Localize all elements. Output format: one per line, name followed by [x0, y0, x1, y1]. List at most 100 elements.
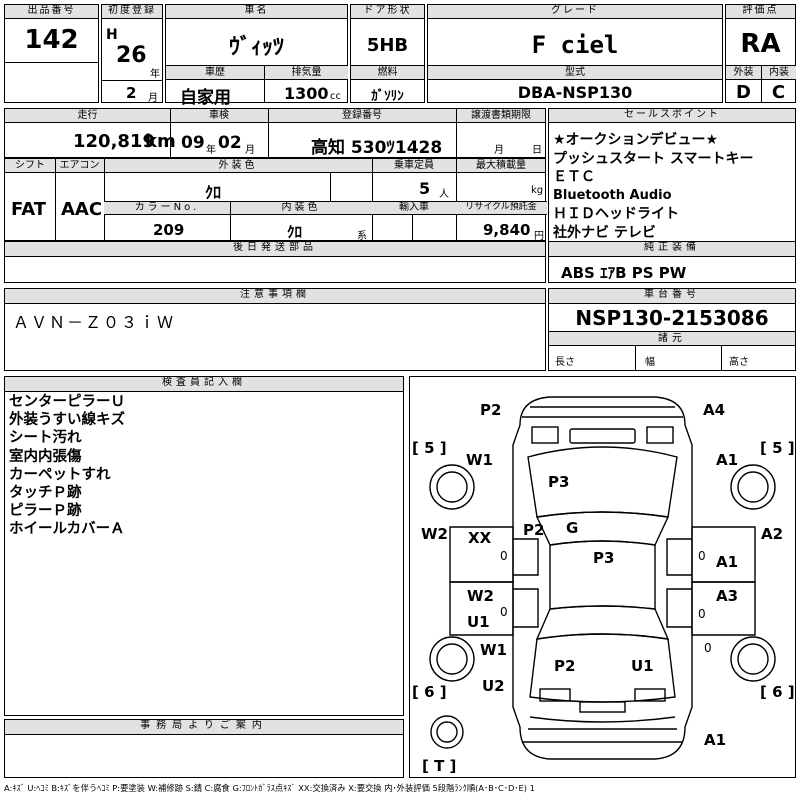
- capacity-value: 5: [419, 179, 431, 198]
- registration-number: 高知 530ﾂ1428: [311, 138, 443, 158]
- transfer-day: 日: [532, 145, 542, 156]
- mark-rear-left: U2: [482, 677, 505, 695]
- inspection-label: 車検: [209, 110, 229, 121]
- grade-label: グレード: [428, 5, 722, 19]
- door-zero-mark: 0: [500, 549, 508, 563]
- lot-number-label: 出品番号: [5, 5, 98, 19]
- kei-unit: 系: [357, 231, 367, 242]
- shift-label: シフト: [15, 160, 45, 171]
- month-unit: 月: [148, 93, 158, 104]
- car-name: ｳﾞｨｯﾂ: [228, 35, 284, 60]
- kg-unit: kg: [531, 185, 544, 196]
- fuel-value: ｶﾞｿﾘﾝ: [371, 89, 404, 104]
- mark-bonnet: P3: [548, 473, 570, 491]
- later-parts-box: 後日発送部品: [4, 241, 546, 283]
- score-value: RA: [740, 29, 781, 59]
- grade-box: グレード F ciel 型式 DBA-NSP130: [427, 4, 723, 103]
- mileage-box: 走行 車検 登録番号 譲渡書類期限 120,819 km 09 年 02 月 高…: [4, 108, 546, 158]
- inspection-year: 09: [181, 133, 205, 153]
- year-unit: 年: [150, 69, 160, 80]
- mileage-value: 120,819: [73, 131, 155, 152]
- mark-pillar: P2: [523, 521, 545, 539]
- displacement-label: 排気量: [264, 66, 348, 80]
- transfer-deadline-label: 譲渡書類期限: [471, 110, 531, 121]
- mileage-label: 走行: [77, 110, 98, 121]
- model-code-value: DBA-NSP130: [517, 83, 633, 102]
- mark-front-right: A4: [703, 401, 726, 419]
- cc-unit: cc: [330, 91, 341, 102]
- chassis-number: NSP130-2153086: [575, 306, 769, 330]
- exterior-color-value: ｸﾛ: [205, 183, 222, 202]
- notes-value: ＡＶＮ－Ｚ０３ｉＷ: [13, 313, 176, 332]
- inspector-label: 検査員記入欄: [5, 377, 403, 392]
- tire-rear-right-score: [ 6 ]: [760, 683, 795, 701]
- mark-door-front-right: A1: [716, 553, 739, 571]
- door-value: 5HB: [366, 35, 409, 56]
- first-registration-label: 初度登録: [102, 5, 162, 19]
- notes-box: 注意事項欄 ＡＶＮ－Ｚ０３ｉＷ: [4, 288, 546, 371]
- color-number-label: カラーNo.: [134, 202, 200, 213]
- mark-door-rear-left-2: U1: [467, 613, 490, 631]
- mark-rear-bumper: A1: [704, 731, 727, 749]
- mark-glass: G: [566, 519, 579, 537]
- inspector-note: カーペットすれ: [9, 466, 111, 483]
- inspector-note: ホイールカバーＡ: [9, 521, 125, 538]
- door-zero-mark: 0: [704, 641, 712, 655]
- standard-equipment-box: 純正装備 ABS ｴｱB PS PW: [548, 241, 796, 283]
- inspector-notes-box: 検査員記入欄 センターピラーＵ 外装うすい線キズ シート汚れ 室内内張傷 カーペ…: [4, 376, 404, 716]
- door-zero-mark: 0: [500, 605, 508, 619]
- notes-label: 注意事項欄: [5, 289, 545, 304]
- recycle-value: 9,840: [483, 221, 531, 239]
- model-code-label: 型式: [428, 66, 722, 80]
- sales-point: プッシュスタート スマートキー: [553, 150, 754, 167]
- tire-rear-left-score: [ 6 ]: [412, 683, 447, 701]
- door-box: ドア形状 5HB 燃料 ｶﾞｿﾘﾝ: [350, 4, 425, 104]
- car-name-box: 車名 ｳﾞｨｯﾂ 車歴 排気量 自家用 1300 cc: [165, 4, 348, 108]
- tire-front-left-score: [ 5 ]: [412, 439, 447, 457]
- specs-box: シフト エアコン 外装色 乗車定員 最大積載量 カラーNo. 内装色 輸入車 リ…: [4, 158, 547, 242]
- sales-point: Bluetooth Audio: [553, 187, 672, 203]
- aircon-label: エアコン: [59, 160, 100, 171]
- chassis-box: 車台番号 NSP130-2153086 諸元 長さ 幅 高さ: [548, 288, 796, 371]
- mark-fender-front-right: A1: [716, 451, 739, 469]
- interior-color-label: 内装色: [281, 202, 321, 213]
- era-letter: H: [106, 27, 118, 43]
- km-unit: km: [145, 131, 176, 152]
- inspector-note: 外装うすい線キズ: [9, 412, 125, 429]
- sales-point: ★オークションデビュー★: [553, 132, 719, 148]
- yen-unit: 円: [534, 231, 544, 242]
- fuel-label: 燃料: [351, 66, 424, 80]
- door-label: ドア形状: [351, 5, 424, 19]
- sales-point: ＨＩＤヘッドライト: [553, 206, 679, 223]
- office-label: 事務局よりご案内: [5, 720, 403, 735]
- interior-label: 内装: [761, 66, 796, 80]
- inspection-year-unit: 年: [206, 145, 216, 156]
- tire-front-right-score: [ 5 ]: [760, 439, 795, 457]
- inspector-note: ピラーＰ跡: [9, 503, 82, 520]
- exterior-score: D: [736, 82, 751, 103]
- inspection-month-unit: 月: [245, 145, 255, 156]
- exterior-label: 外装: [726, 66, 761, 80]
- inspector-note: タッチＰ跡: [9, 485, 82, 502]
- interior-color-value: ｸﾛ: [287, 223, 303, 241]
- displacement-value: 1300: [284, 84, 329, 103]
- lot-number-box: 出品番号 142: [4, 4, 99, 103]
- mark-trunk-left: P2: [554, 657, 576, 675]
- inspector-note: センターピラーＵ: [9, 394, 125, 410]
- height-label: 高さ: [729, 357, 749, 368]
- door-zero-mark: 0: [698, 549, 706, 563]
- transfer-month: 月: [494, 145, 504, 156]
- mark-roof: P3: [593, 549, 615, 567]
- mark-trunk-right: U1: [631, 657, 654, 675]
- standard-equipment-label: 純正装備: [549, 242, 795, 257]
- inspection-month: 02: [218, 133, 242, 153]
- score-box: 評価点 RA 外装 内装 D C: [725, 4, 796, 103]
- interior-score: C: [771, 82, 786, 103]
- mark-fender-front-left: W1: [466, 451, 493, 469]
- inspector-note: 室内内張傷: [9, 448, 82, 465]
- color-number-value: 209: [153, 221, 185, 239]
- aircon-value: AAC: [61, 199, 103, 220]
- grade-value: F ciel: [531, 31, 619, 59]
- sales-points-box: セールスポイント ★オークションデビュー★ プッシュスタート スマートキー ＥＴ…: [548, 108, 796, 256]
- exterior-color-label: 外装色: [218, 160, 258, 171]
